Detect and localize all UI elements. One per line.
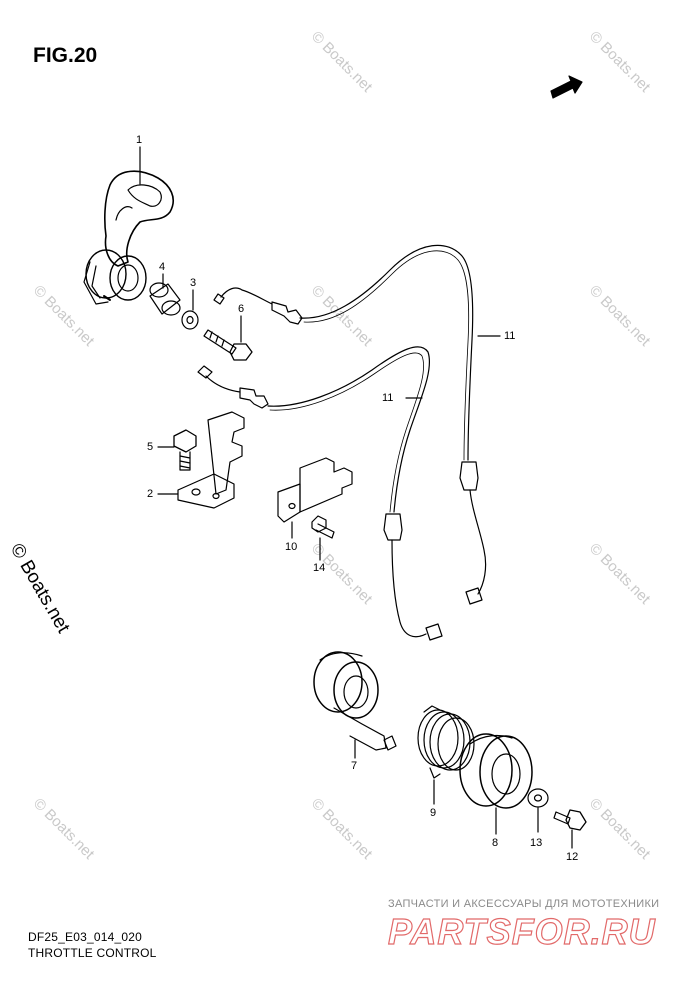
part-12-bolt: [553, 809, 587, 831]
part-9-spring: [417, 705, 475, 779]
callout-13: 13: [530, 837, 543, 849]
brand-tagline: ЗАПЧАСТИ И АКСЕССУАРЫ ДЛЯ МОТОТЕХНИКИ: [388, 898, 660, 910]
part-3-washer: [181, 310, 199, 330]
callout-11b: 11: [382, 392, 394, 404]
part-7-throttle-cam: [313, 651, 397, 751]
callout-14: 14: [313, 562, 326, 574]
part-5-bolt: [173, 429, 197, 471]
callout-5: 5: [147, 441, 154, 453]
part-11-cable-upper: [213, 244, 487, 605]
fwd-arrow-icon: [550, 75, 583, 99]
callout-11a: 11: [504, 330, 516, 342]
callout-8: 8: [492, 837, 499, 849]
callout-1: 1: [136, 134, 143, 146]
part-13-washer: [527, 788, 549, 808]
part-4-collar: [149, 282, 181, 316]
callout-2: 2: [147, 488, 154, 500]
callout-4: 4: [159, 261, 166, 273]
diagram-name: THROTTLE CONTROL: [28, 946, 157, 960]
part-1-throttle-lever: [83, 170, 174, 305]
figure-title: FIG.20: [33, 44, 98, 67]
part-10-bracket: [277, 457, 353, 523]
part-6-bolt: [203, 329, 253, 361]
callout-3: 3: [190, 277, 197, 289]
diagram-code: DF25_E03_014_020: [28, 930, 142, 944]
part-14-bolt: [311, 515, 335, 539]
brand-logo: PARTSFOR.RU: [387, 910, 656, 952]
callout-6: 6: [238, 303, 245, 315]
part-8-ring: [459, 733, 533, 809]
part-11-cable-lower: [197, 346, 443, 641]
callout-10: 10: [285, 541, 298, 553]
callout-7: 7: [351, 760, 358, 772]
callout-12: 12: [566, 851, 579, 863]
callout-9: 9: [430, 807, 437, 819]
part-2-bracket: [177, 411, 245, 509]
